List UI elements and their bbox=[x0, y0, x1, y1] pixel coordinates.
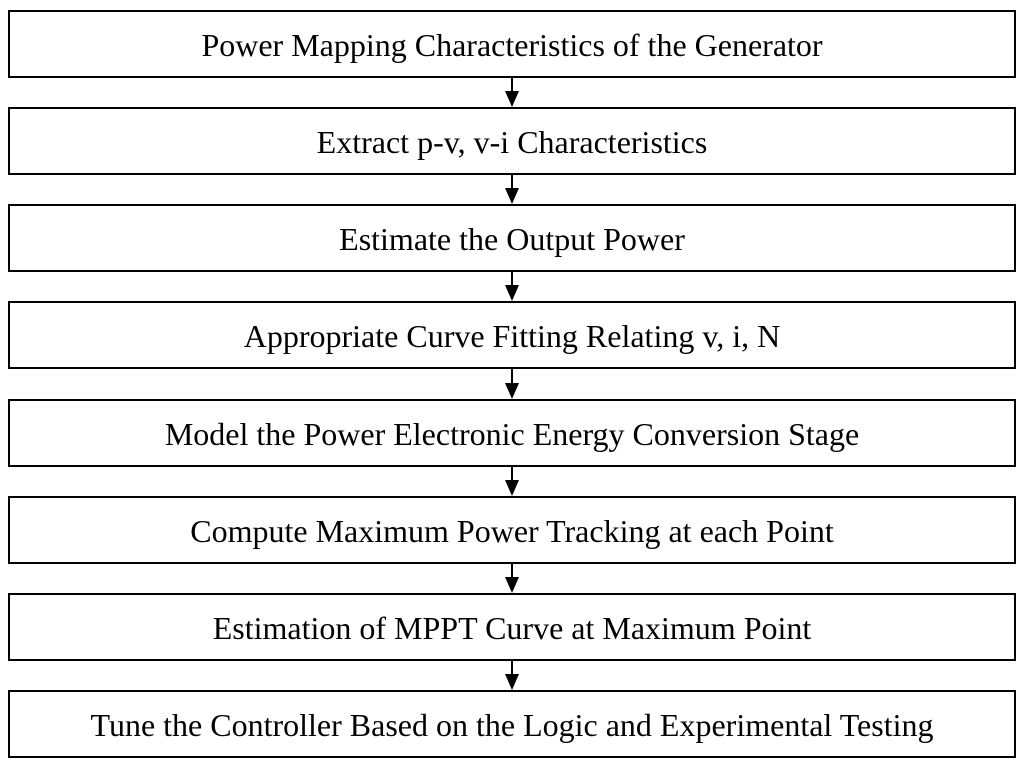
arrow-stem bbox=[511, 272, 513, 286]
arrow-head bbox=[505, 188, 519, 205]
arrow-head bbox=[505, 91, 519, 108]
flow-step-4-label: Appropriate Curve Fitting Relating v, i,… bbox=[243, 318, 781, 355]
flow-step-3-label: Estimate the Output Power bbox=[339, 221, 685, 258]
flow-step-8: Tune the Controller Based on the Logic a… bbox=[8, 689, 1016, 758]
flow-step-5: Model the Power Electronic Energy Conver… bbox=[8, 398, 1016, 467]
flow-step-3: Estimate the Output Power bbox=[8, 204, 1016, 273]
arrow-stem bbox=[511, 660, 513, 674]
arrow-stem bbox=[511, 466, 513, 480]
arrow-head bbox=[505, 382, 519, 399]
arrow-head bbox=[505, 479, 519, 496]
flow-step-8-label: Tune the Controller Based on the Logic a… bbox=[90, 706, 934, 743]
down-arrow-icon bbox=[8, 563, 1016, 593]
arrow-stem bbox=[511, 369, 513, 383]
arrow-head bbox=[505, 576, 519, 593]
arrow-stem bbox=[511, 563, 513, 577]
flow-step-6: Compute Maximum Power Tracking at each P… bbox=[8, 495, 1016, 564]
flow-step-2-label: Extract p-v, v-i Characteristics bbox=[316, 124, 708, 161]
flow-step-2: Extract p-v, v-i Characteristics bbox=[8, 107, 1016, 176]
arrow-stem bbox=[511, 175, 513, 189]
flow-step-7: Estimation of MPPT Curve at Maximum Poin… bbox=[8, 592, 1016, 661]
down-arrow-icon bbox=[8, 660, 1016, 690]
flow-step-6-label: Compute Maximum Power Tracking at each P… bbox=[190, 512, 834, 549]
down-arrow-icon bbox=[8, 272, 1016, 302]
flow-step-1: Power Mapping Characteristics of the Gen… bbox=[8, 10, 1016, 78]
down-arrow-icon bbox=[8, 369, 1016, 399]
down-arrow-icon bbox=[8, 78, 1016, 108]
flow-step-1-label: Power Mapping Characteristics of the Gen… bbox=[201, 27, 823, 63]
flow-step-5-label: Model the Power Electronic Energy Conver… bbox=[164, 415, 860, 452]
flow-step-7-label: Estimation of MPPT Curve at Maximum Poin… bbox=[212, 609, 812, 646]
down-arrow-icon bbox=[8, 175, 1016, 205]
flow-step-4: Appropriate Curve Fitting Relating v, i,… bbox=[8, 301, 1016, 370]
arrow-stem bbox=[511, 78, 513, 92]
arrow-head bbox=[505, 285, 519, 302]
down-arrow-icon bbox=[8, 466, 1016, 496]
arrow-head bbox=[505, 673, 519, 690]
